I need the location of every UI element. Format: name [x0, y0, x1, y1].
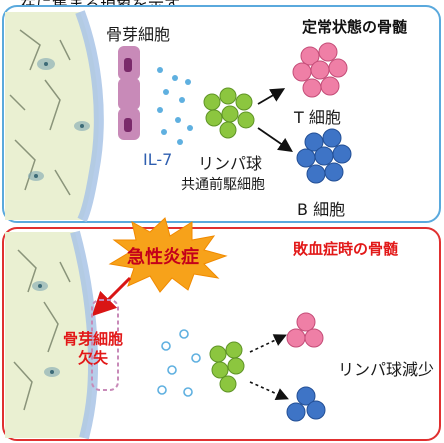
- lymphoid-progenitor-cluster: [203, 87, 255, 139]
- progenitor-label-line1: リンパ球: [198, 154, 263, 173]
- missing-osteoblast-outline: [91, 299, 119, 391]
- top-panel-title: 定常状態の骨髄: [302, 18, 408, 36]
- b-cell-cluster: [296, 128, 352, 184]
- il7-label: IL-7: [143, 150, 173, 169]
- t-cell-label: T 細胞: [294, 108, 341, 127]
- arrow-to-b-cell: [257, 127, 293, 153]
- reduced-b-cell-cluster: [286, 386, 326, 422]
- il7-cytokine-dots: [157, 67, 193, 145]
- osteoblast-deficit-label: 骨芽細胞 欠失: [56, 330, 130, 368]
- lymphoid-progenitor-cluster-sepsis: [209, 341, 245, 393]
- bone-tissue-top: [5, 10, 104, 223]
- dashed-arrow-to-b-cell: [249, 381, 289, 400]
- reduced-t-cell-cluster: [286, 312, 324, 348]
- b-cell-label: B 細胞: [297, 200, 346, 219]
- osteoblast-cells: [118, 46, 140, 140]
- bottom-panel-title: 敗血症時の骨髄: [293, 240, 399, 258]
- lymphocyte-reduction-label: リンパ球減少: [338, 360, 435, 379]
- bone-tissue-bottom: [5, 230, 99, 440]
- deficit-label-line1: 骨芽細胞: [62, 330, 123, 348]
- sparse-il7-markers: [157, 329, 201, 397]
- progenitor-label-line2: 共通前駆細胞: [181, 177, 265, 193]
- arrow-to-t-cell: [257, 88, 286, 105]
- inflammation-label: 急性炎症: [127, 247, 199, 268]
- arrow-inflammation-to-deficit: [91, 276, 132, 317]
- t-cell-cluster: [292, 42, 348, 98]
- bottom-panel-frame: [2, 227, 441, 441]
- inflammation-burst: [108, 217, 228, 293]
- deficit-label-line2: 欠失: [77, 349, 108, 367]
- dashed-arrow-to-t-cell: [249, 334, 287, 353]
- osteoblast-label: 骨芽細胞: [106, 25, 171, 44]
